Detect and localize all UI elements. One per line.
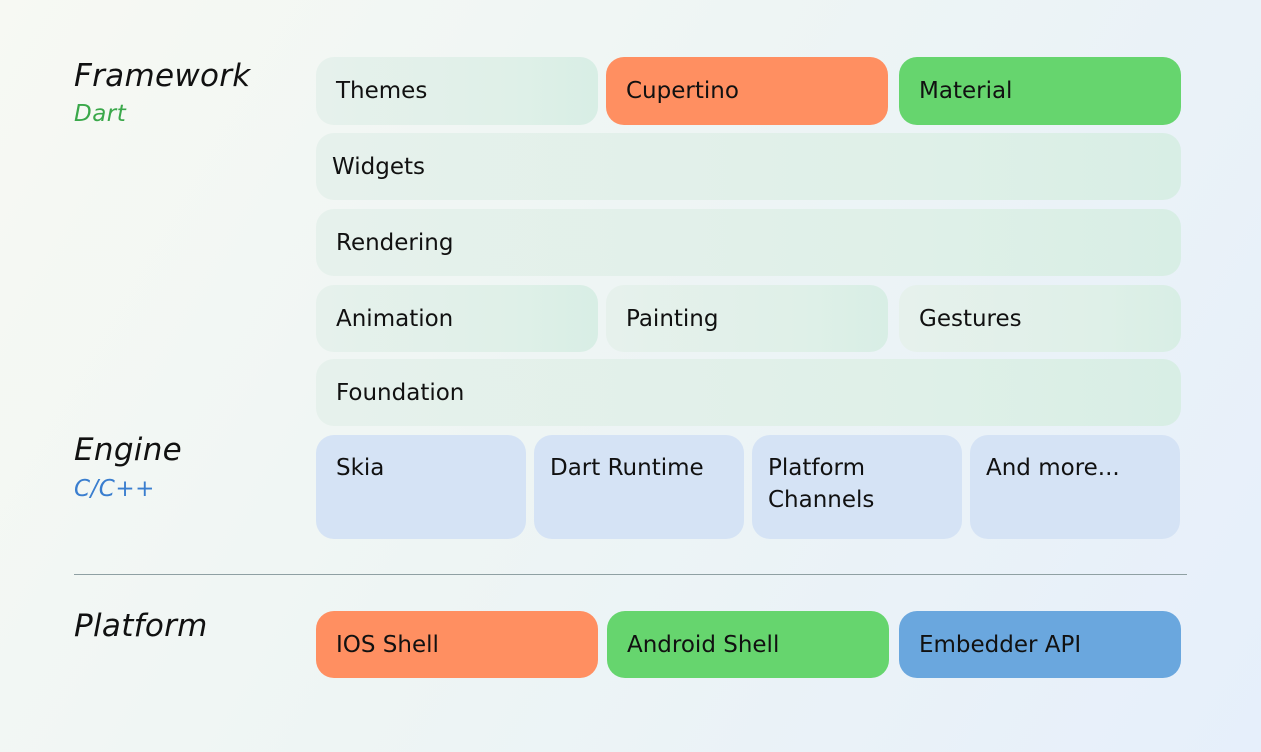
gestures-layer: Gestures (899, 285, 1181, 352)
engine-label: Engine (74, 432, 183, 468)
embedder-api-layer: Embedder API (899, 611, 1181, 678)
framework-language-label: Dart (74, 101, 127, 127)
framework-label: Framework (74, 58, 251, 94)
android-shell-layer: Android Shell (607, 611, 889, 678)
platform-divider (74, 574, 1187, 575)
skia-layer: Skia (316, 435, 526, 539)
widgets-layer: Widgets (316, 133, 1181, 200)
engine-language-label: C/C++ (74, 476, 155, 502)
platform-label: Platform (74, 608, 208, 644)
cupertino-layer: Cupertino (606, 57, 888, 125)
foundation-layer: Foundation (316, 359, 1181, 426)
painting-layer: Painting (606, 285, 888, 352)
and-more-layer: And more... (970, 435, 1180, 539)
animation-layer: Animation (316, 285, 598, 352)
platform-channels-layer: Platform Channels (752, 435, 962, 539)
ios-shell-layer: IOS Shell (316, 611, 598, 678)
themes-layer: Themes (316, 57, 598, 125)
rendering-layer: Rendering (316, 209, 1181, 276)
material-layer: Material (899, 57, 1181, 125)
dart-runtime-layer: Dart Runtime (534, 435, 744, 539)
